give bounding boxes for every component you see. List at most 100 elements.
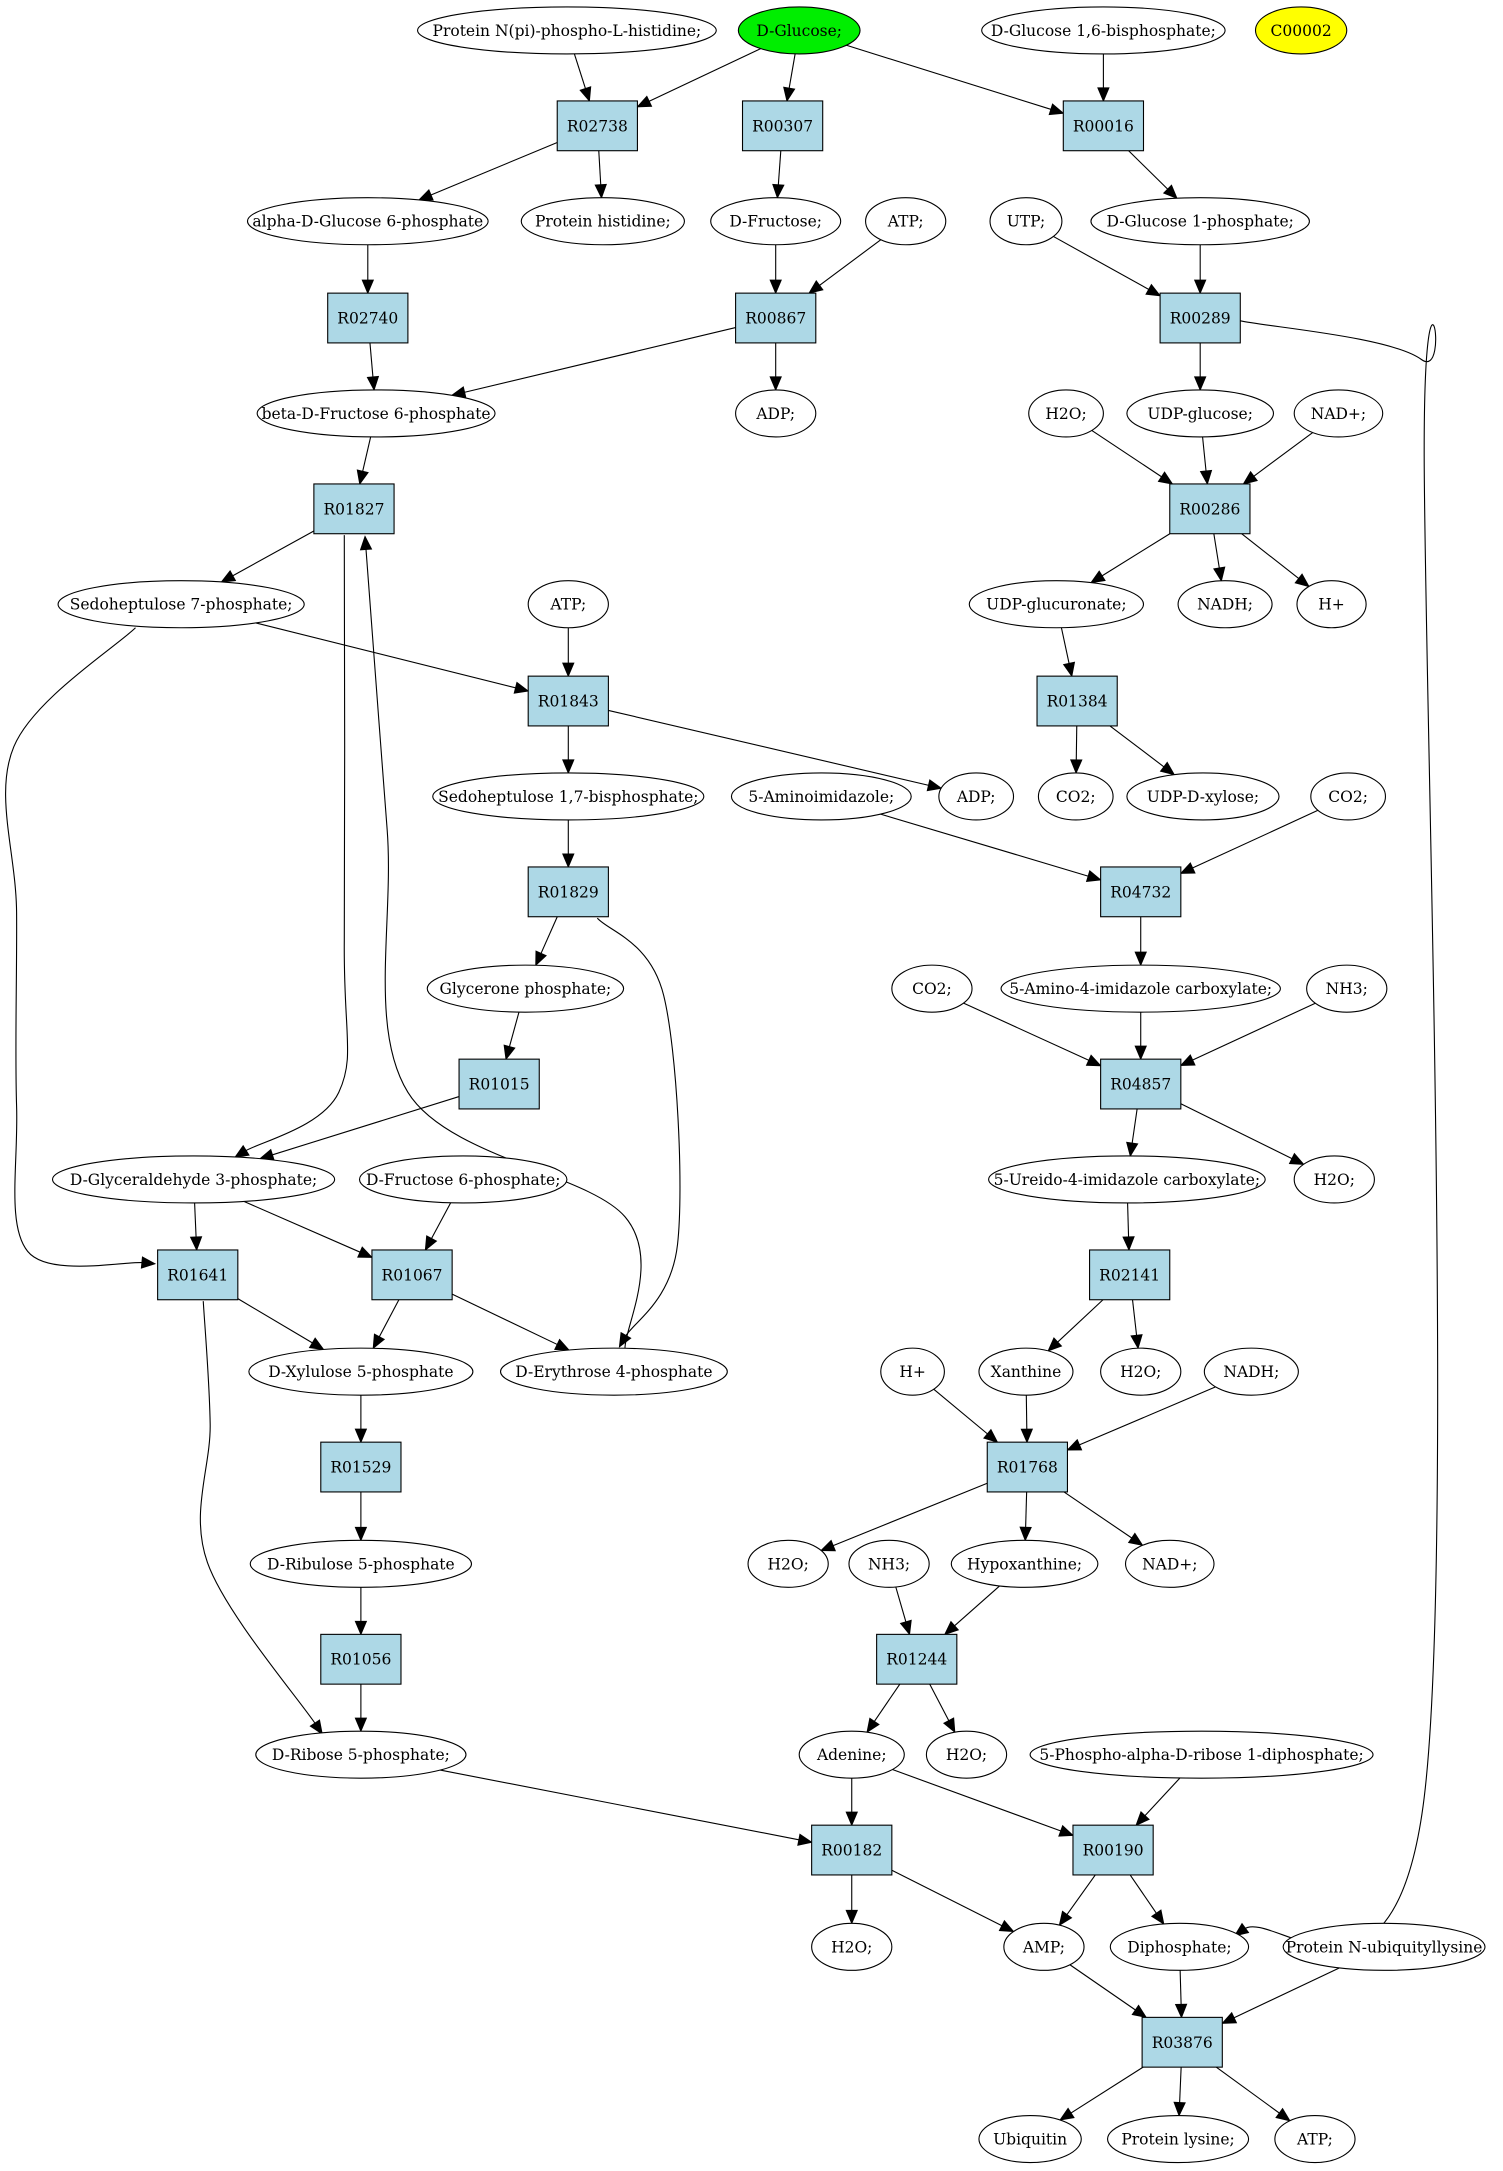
edge-c_aglc6p-to-r_R02740 [361,244,375,295]
edge-line [1025,1491,1028,1530]
edge-line [1069,1964,1138,2012]
compound-label: 5-Ureido-4-imidazole carboxylate; [994,1171,1261,1189]
compound-node-c_plysine: Protein lysine; [1106,2114,1250,2164]
reaction-box [1159,292,1241,344]
edge-line [1213,533,1221,571]
edge-line [1131,1108,1138,1146]
edge-line [508,1011,520,1049]
edge-line [788,53,796,91]
edge-r_R00190-to-c_diphos [1129,1874,1165,1926]
compound-node-c_5u4imz: 5-Ureido-4-imidazole carboxylate; [988,1155,1266,1204]
edge-r_R02141-to-c_h2o_3 [1130,1299,1143,1350]
reaction-node-r_R00190: R00190 [1072,1824,1154,1876]
edge-r_R01015-to-c_g3p [258,1096,460,1161]
compound-ellipse [1296,580,1367,629]
arrowhead [189,1236,203,1252]
edge-line [365,547,642,1349]
reaction-node-r_R01056: R01056 [320,1633,402,1685]
compound-ellipse [1306,964,1388,1013]
edge-line [539,916,558,956]
edge-r_R04732-to-c_5a4imz [1134,916,1147,967]
arrowhead [1019,1526,1032,1542]
edge-line [430,1202,452,1241]
edge-c_udpglc-to-r_R00286 [1199,436,1213,486]
edge-c_dfructose-to-r_R00867 [769,244,782,295]
edge-line [929,1683,951,1723]
edge-line [5,627,144,1267]
arrowhead [866,1717,880,1734]
reaction-box [327,292,409,344]
compound-node-c_c00002: C00002 [1254,6,1348,55]
reaction-box [1141,2016,1223,2068]
edge-r_R01768-to-c_hypox [1019,1491,1032,1542]
compound-label: ATP; [1296,2131,1333,2149]
compound-ellipse [1126,389,1275,438]
edge-line [872,1683,901,1724]
arrowhead [220,570,237,583]
compound-label: UDP-D-xylose; [1147,788,1259,806]
reaction-node-r_R00182: R00182 [811,1824,893,1876]
compound-ellipse [978,2114,1082,2164]
edge-c_publy-to-r_R03876 [1221,1967,1340,2024]
arrowhead [1199,469,1213,486]
arrowhead [845,1811,859,1827]
compound-node-c_nh3_2: NH3; [848,1539,930,1588]
reaction-label: R01768 [997,1459,1058,1477]
compound-ellipse [1254,6,1348,55]
edge-line [895,1586,907,1624]
reaction-box [1072,1824,1154,1876]
compound-label: D-Ribose 5-phosphate; [272,1746,450,1764]
edge-line [199,1301,317,1726]
compound-node-c_udpglc: UDP-glucose; [1126,389,1275,438]
edge-r_R01829-to-c_e4p [596,917,681,1348]
edge-c_h2o_1-to-r_R00286 [1091,430,1174,485]
reaction-node-r_R04857: R04857 [1100,1058,1182,1110]
compound-node-c_atp2: ATP; [527,580,609,629]
compound-label: CO2; [1056,788,1096,806]
compound-node-c_co2_3: CO2; [891,964,973,1013]
edge-c_amp-to-r_R03876 [1069,1964,1148,2019]
reaction-box [320,1633,402,1685]
compound-ellipse [938,772,1015,821]
edge-line [1127,1202,1130,1239]
arrowhead [1193,279,1207,295]
compound-ellipse [950,1539,1099,1588]
edge-c_adenine-to-r_R00190 [892,1768,1075,1837]
compound-node-c_adenine: Adenine; [798,1730,905,1779]
arrowhead [1126,1141,1139,1158]
edge-c_5a4imz-to-r_R04857 [1134,1012,1147,1061]
edge-line [440,1769,801,1841]
edge-r_R00307-to-c_dfructose [772,150,785,200]
compound-ellipse [57,580,305,629]
edge-r_R01843-to-c_s17bp [562,725,575,775]
arrowhead [1150,1909,1165,1926]
edge-c_udpglcur-to-r_R01384 [1060,627,1076,678]
edge-c_co2_3-to-r_R04857 [963,1002,1102,1067]
edge-c_adenine-to-r_R00182 [845,1778,859,1827]
edge-r_R00016-to-c_dglc1p [1128,150,1178,200]
arrowhead [1134,1045,1147,1061]
edge-line [573,53,587,91]
reaction-label: R01015 [469,1076,530,1094]
arrowhead [769,279,782,295]
compound-label: Protein N-ubiquityllysine [1286,1938,1483,1956]
arrowhead [513,681,530,694]
arrowhead [1179,1054,1196,1067]
edge-c_s7p-to-r_R01843 [255,622,530,694]
compound-ellipse [1090,197,1310,246]
compound-label: NH3; [868,1555,910,1573]
edge-line [846,44,1053,111]
compound-node-c_hypox: Hypoxanthine; [950,1539,1099,1588]
compound-ellipse [747,1539,829,1588]
compound-ellipse [249,1539,473,1588]
compound-node-c_prpp: 5-Phospho-alpha-D-ribose 1-diphosphate; [1029,1730,1374,1779]
compound-node-c_xu5p: D-Xylulose 5-phosphate [248,1347,474,1396]
compound-label: D-Glucose 1,6-bisphosphate; [991,22,1216,40]
compound-node-c_hplus2: H+ [880,1347,945,1396]
edge-c_hplus2-to-r_R01768 [933,1388,999,1443]
compound-node-c_h2o_2: H2O; [1293,1155,1375,1204]
compound-ellipse [1282,1922,1486,1971]
arrowhead [309,1719,323,1735]
reaction-box [313,483,395,535]
compound-ellipse [51,1155,336,1204]
